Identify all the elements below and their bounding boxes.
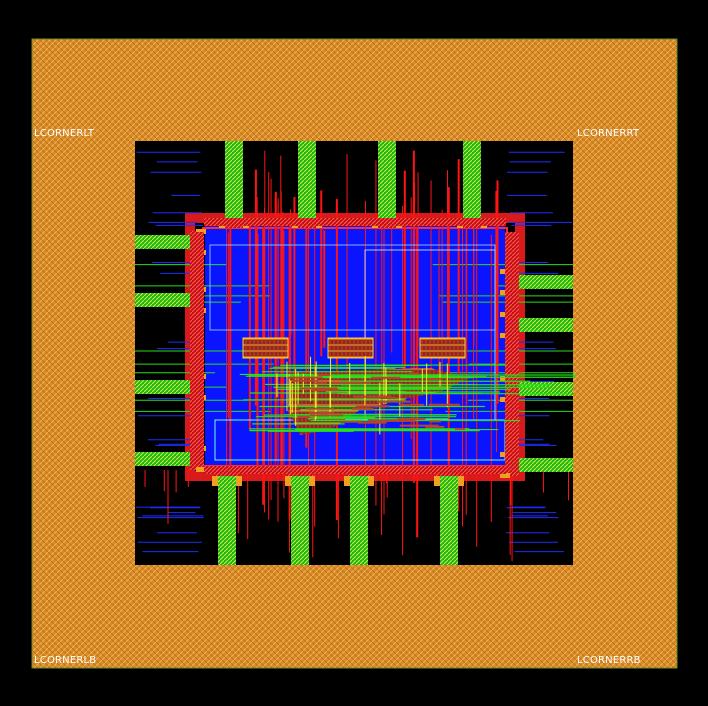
pad-bottom-cap	[344, 476, 350, 486]
pad-left	[135, 380, 203, 394]
pad-right	[505, 318, 573, 332]
pad-left	[135, 235, 203, 249]
pad-left	[135, 452, 203, 466]
core-ring-left	[190, 232, 204, 464]
pad-right	[505, 382, 573, 396]
pad-bottom	[218, 470, 236, 565]
pad-top	[378, 141, 396, 225]
std-cell-row	[242, 337, 289, 359]
pad-top	[298, 141, 316, 225]
std-cell-row	[327, 337, 374, 359]
pad-bottom-cap	[212, 476, 218, 486]
pad-right	[505, 458, 573, 472]
io-pads	[135, 141, 573, 565]
core-ring-right	[505, 232, 519, 464]
pad-bottom-cap	[434, 476, 440, 486]
standard-cells	[239, 337, 576, 435]
pad-left-cap	[196, 467, 206, 472]
corner-label-bottom-left: LCORNERLB	[34, 655, 97, 666]
corner-label-top-left: LCORNERLT	[34, 128, 95, 139]
core-ring-bottom	[204, 466, 506, 474]
pad-left-cap	[196, 229, 206, 234]
std-cell-row	[419, 337, 466, 359]
pad-bottom-cap	[236, 476, 242, 486]
pad-left	[135, 293, 203, 307]
pad-bottom	[440, 470, 458, 565]
pad-bottom	[291, 470, 309, 565]
pad-bottom-cap	[285, 476, 291, 486]
pad-right	[505, 275, 573, 289]
pad-right-cap	[500, 473, 510, 478]
pad-bottom-cap	[458, 476, 464, 486]
pad-bottom-cap	[368, 476, 374, 486]
core-ring-top	[204, 218, 506, 226]
corner-label-bottom-right: LCORNERRB	[577, 655, 641, 666]
pad-bottom-cap	[309, 476, 315, 486]
pad-top	[463, 141, 481, 225]
pad-bottom	[350, 470, 368, 565]
pad-top	[225, 141, 243, 225]
corner-label-top-right: LCORNERRT	[577, 128, 640, 139]
